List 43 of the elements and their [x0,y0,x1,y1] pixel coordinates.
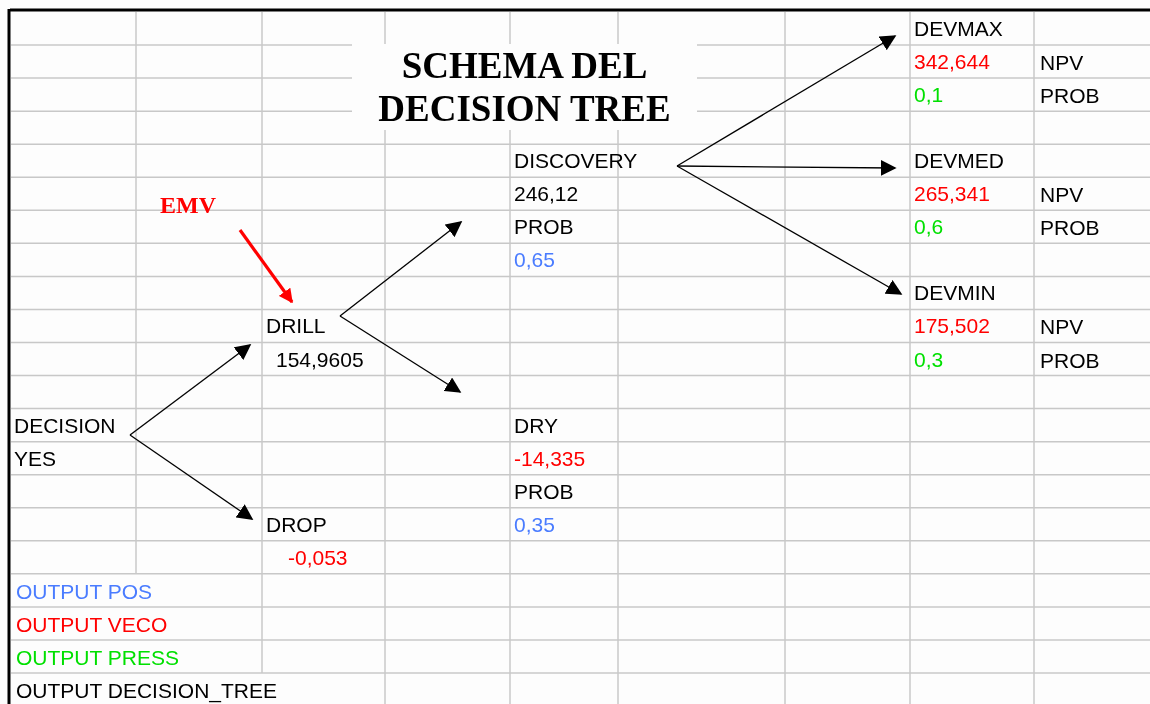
node-value: 265,341 [913,183,990,205]
node-label: DROP [265,513,327,535]
row-label: NPV [1040,184,1084,206]
node-label: DEVMIN [913,282,996,304]
node-value: PROB [513,216,574,238]
node-label: DEVMED [913,150,1004,172]
arrow [129,434,254,520]
node-value: 246,12 [513,183,579,205]
node-value: 154,9605 [275,348,364,370]
legend-entry: OUTPUT VECO [16,613,168,635]
node-value: 0,65 [513,249,555,271]
node-value: -0,053 [287,546,348,568]
arrow [676,35,897,167]
node-label: DEVMAX [913,18,1003,39]
leader-arrow [238,229,294,304]
legend-entry: OUTPUT POS [16,580,153,602]
legend-entry: OUTPUT PRESS [16,646,179,668]
row-label: PROB [1040,217,1100,239]
node-label: DISCOVERY [513,150,638,172]
callout-label: EMV [160,193,216,218]
node-label: DRY [513,414,558,436]
arrow [129,344,252,436]
arrow [339,315,462,393]
arrow [676,159,897,176]
node-value: 0,35 [513,513,555,535]
node-value: 0,1 [913,84,944,106]
node-value: 175,502 [913,315,990,337]
row-label: PROB [1040,349,1100,371]
legend-entry: OUTPUT DECISION_TREE [16,680,277,701]
node-label: DRILL [265,315,326,337]
diagram-title: SCHEMA DEL DECISION TREE [352,44,697,130]
row-label: PROB [1040,85,1100,107]
node-value: 0,6 [913,216,944,238]
node-value: YES [13,447,57,469]
node-value: -14,335 [513,447,586,469]
row-label: NPV [1040,52,1084,74]
node-value: 0,3 [913,348,944,370]
node-label: DECISION [13,414,116,436]
node-value: PROB [513,480,574,502]
node-value: 342,644 [913,51,990,73]
arrow [676,165,903,295]
row-label: NPV [1040,316,1084,338]
arrow [339,221,463,317]
